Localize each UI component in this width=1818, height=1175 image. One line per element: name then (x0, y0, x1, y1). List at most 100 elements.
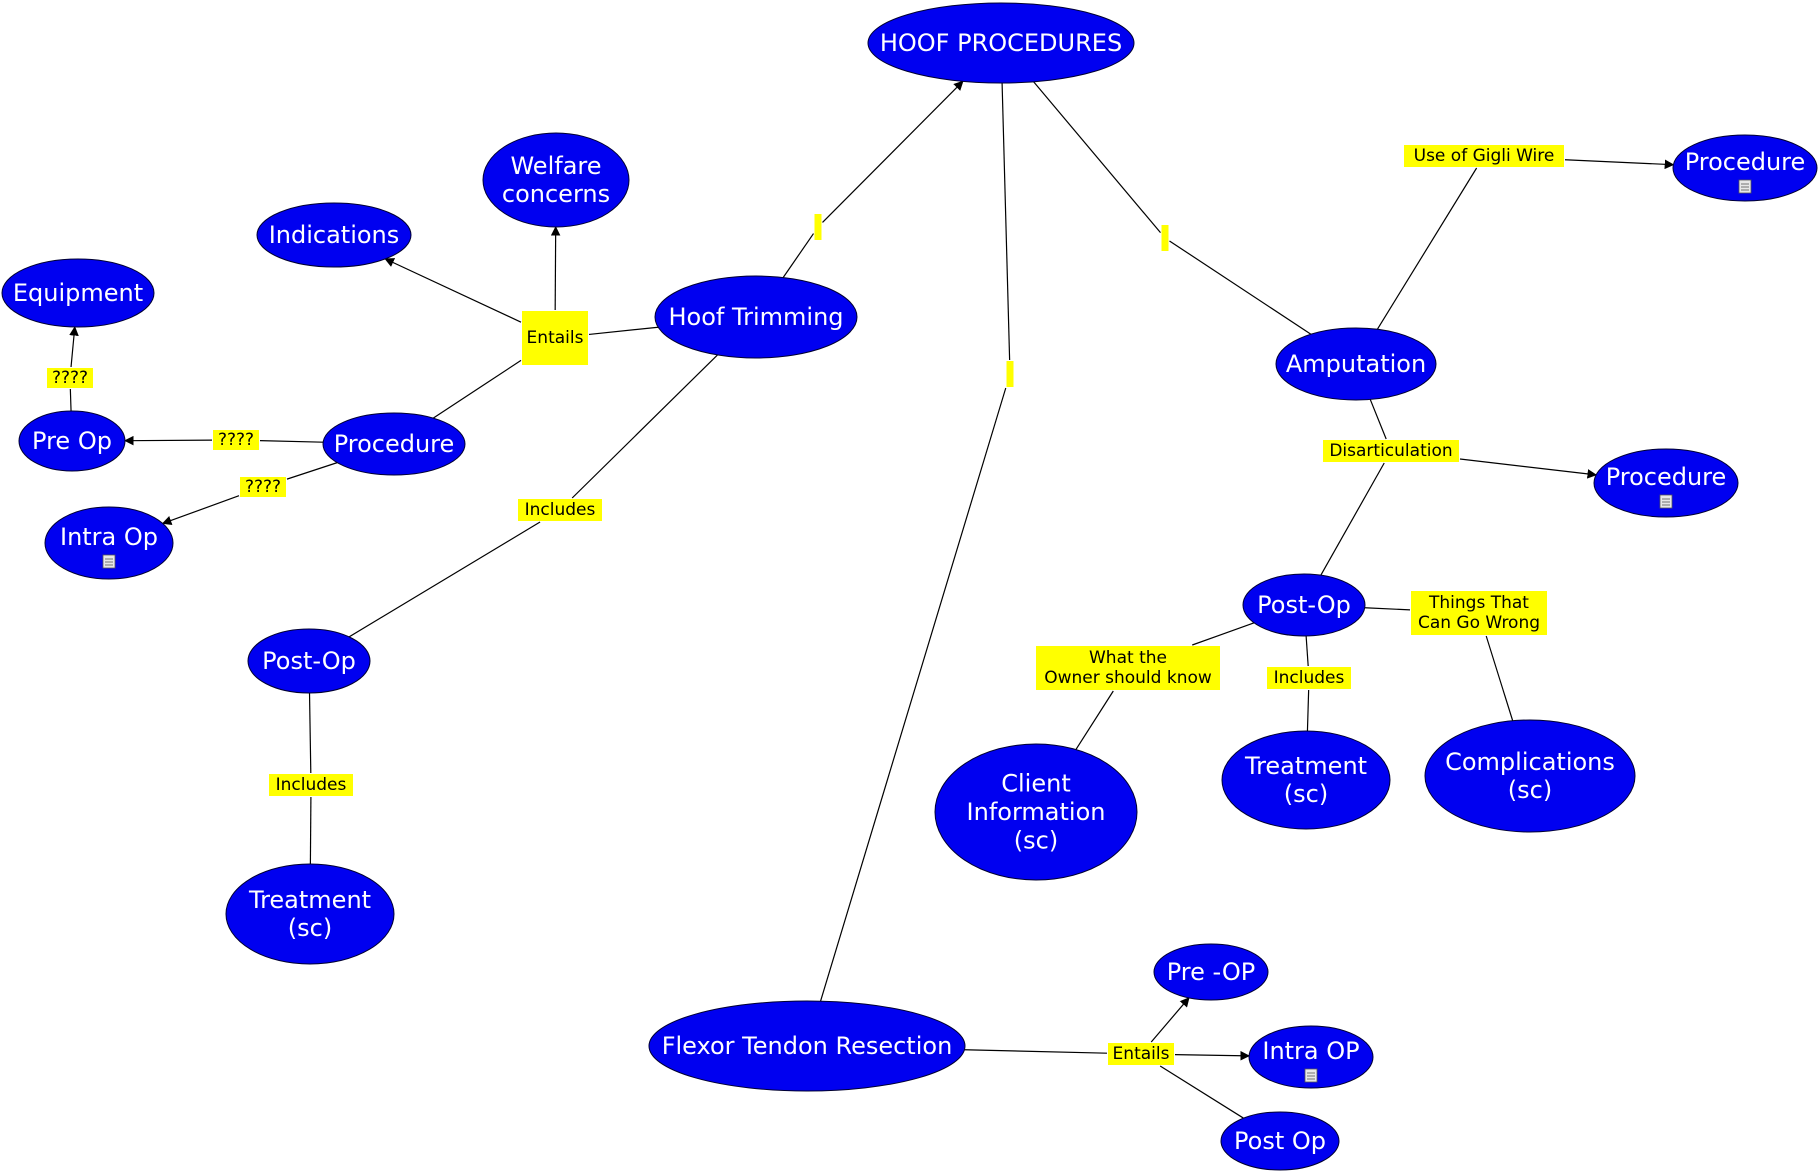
concept-node-post-op-left-text-0: Post-Op (262, 647, 356, 675)
linking-phrase-unknown-equipment-text-0: ???? (52, 368, 88, 388)
concept-node-procedure-left[interactable]: Procedure (322, 412, 466, 476)
linking-phrase-wrong-text-0: Things That (1428, 593, 1529, 613)
concept-node-hoof-procedures[interactable]: HOOF PROCEDURES (867, 2, 1135, 84)
concept-node-ellipse (247, 628, 371, 694)
linking-phrase-unknown-equipment[interactable]: ???? (47, 368, 93, 388)
concept-node-ellipse (482, 132, 630, 228)
connector-includes-treatment-right-to-treatment-right (1306, 689, 1310, 732)
concept-node-intra-op-bottom[interactable]: Intra OP (1248, 1025, 1374, 1089)
linking-phrase-includes-treatment-right[interactable]: Includes (1267, 667, 1351, 689)
connector-procedure-left-to-unknown-pre-op (259, 440, 324, 443)
linking-phrase-gigli-text-0: Use of Gigli Wire (1414, 146, 1555, 166)
document-icon[interactable] (1738, 179, 1752, 194)
connector-entails-bottom-to-pre-op-bottom (1150, 997, 1190, 1043)
concept-node-equipment[interactable]: Equipment (1, 258, 155, 328)
connector-hoof-procedures-to-blank-flexor (1001, 82, 1011, 361)
connector-hoof-trimming-to-blank-trimming (782, 233, 814, 278)
concept-node-pre-op-bottom[interactable]: Pre -OP (1153, 943, 1269, 1001)
concept-node-ellipse (1424, 719, 1636, 833)
concept-node-treatment-right-text-1: (sc) (1284, 780, 1328, 808)
concept-node-procedure-disart[interactable]: Procedure (1593, 448, 1739, 518)
document-icon[interactable] (1304, 1068, 1318, 1083)
linking-phrase-includes-treatment-left-text-0: Includes (276, 775, 347, 795)
concept-node-procedure-left-text-0: Procedure (334, 430, 455, 458)
linking-phrase-unknown-intra-op[interactable]: ???? (240, 477, 286, 497)
linking-phrase-entails-left-text-0: Entails (527, 328, 584, 348)
concept-node-client-info-text-2: (sc) (1014, 826, 1058, 854)
concept-node-client-info-text-1: Information (967, 798, 1106, 826)
concept-node-post-op-right[interactable]: Post-Op (1242, 573, 1366, 637)
linking-phrase-includes-treatment-left[interactable]: Includes (269, 774, 353, 796)
connector-unknown-equipment-to-equipment (69, 326, 79, 368)
concept-node-ellipse (1153, 943, 1269, 1001)
concept-node-hoof-trimming-text-0: Hoof Trimming (668, 303, 843, 331)
concept-node-complications[interactable]: Complications(sc) (1424, 719, 1636, 833)
connector-flexor-tendon-to-entails-bottom (964, 1049, 1108, 1054)
linking-phrase-unknown-intra-op-text-0: ???? (245, 477, 281, 497)
linking-phrase-box (522, 311, 588, 365)
linking-phrase-box (1267, 667, 1351, 689)
concept-node-ellipse (1593, 448, 1739, 518)
connector-includes-post-op-to-post-op-left (348, 521, 541, 638)
linking-phrase-blank-flexor[interactable] (1006, 361, 1014, 387)
document-icon[interactable] (1659, 494, 1673, 509)
connector-blank-amputation-to-amputation (1169, 240, 1312, 335)
connector-post-op-right-to-includes-treatment-right (1305, 635, 1309, 667)
concept-node-ellipse (1242, 573, 1366, 637)
linking-phrase-box (1411, 591, 1547, 635)
concept-node-amputation[interactable]: Amputation (1275, 327, 1437, 401)
linking-phrase-box (47, 368, 93, 388)
connector-entails-left-to-procedure-left (432, 359, 522, 419)
connector-entails-left-to-welfare (550, 226, 561, 311)
concept-node-intra-op-left[interactable]: Intra Op (44, 506, 174, 580)
concept-node-flexor-tendon-text-0: Flexor Tendon Resection (662, 1032, 953, 1060)
connector-amputation-to-gigli (1376, 167, 1478, 330)
concept-node-amputation-text-0: Amputation (1286, 350, 1426, 378)
linking-phrase-entails-left[interactable]: Entails (522, 311, 588, 365)
concept-node-procedure-gigli[interactable]: Procedure (1672, 134, 1818, 202)
concept-node-post-op-bottom[interactable]: Post Op (1220, 1111, 1340, 1171)
linking-phrase-includes-post-op-text-0: Includes (525, 500, 596, 520)
connector-disarticulation-to-post-op-right (1320, 462, 1385, 576)
concept-node-treatment-left[interactable]: Treatment(sc) (225, 863, 395, 965)
linking-phrase-box (269, 774, 353, 796)
document-icon[interactable] (102, 554, 116, 569)
concept-node-treatment-right[interactable]: Treatment(sc) (1221, 730, 1391, 830)
connector-blank-flexor-to-flexor-tendon (819, 387, 1007, 1002)
concept-node-indications[interactable]: Indications (256, 202, 412, 268)
linking-phrase-blank-trimming[interactable] (814, 214, 822, 240)
concept-node-post-op-left[interactable]: Post-Op (247, 628, 371, 694)
concept-node-hoof-procedures-text-0: HOOF PROCEDURES (880, 29, 1122, 57)
connector-wrong-to-complications (1485, 635, 1514, 721)
concept-node-ellipse (18, 410, 126, 472)
concept-node-welfare-text-0: Welfare (510, 152, 601, 180)
concept-node-ellipse (1672, 134, 1818, 202)
connector-hoof-trimming-to-includes-post-op (571, 354, 718, 499)
concept-node-flexor-tendon[interactable]: Flexor Tendon Resection (648, 1000, 966, 1092)
concept-node-indications-text-0: Indications (269, 221, 400, 249)
concept-node-ellipse (322, 412, 466, 476)
linking-phrase-disarticulation[interactable]: Disarticulation (1323, 440, 1459, 462)
linking-phrase-includes-post-op[interactable]: Includes (518, 499, 602, 521)
linking-phrase-gigli[interactable]: Use of Gigli Wire (1404, 145, 1564, 167)
connector-entails-left-to-indications (384, 258, 522, 323)
concept-node-hoof-trimming[interactable]: Hoof Trimming (654, 275, 858, 359)
concept-node-complications-text-0: Complications (1445, 748, 1615, 776)
linking-phrase-box (240, 477, 286, 497)
concept-node-complications-text-1: (sc) (1508, 776, 1552, 804)
linking-phrase-blank-amputation[interactable] (1161, 225, 1169, 251)
linking-phrase-owner-know-text-1: Owner should know (1044, 668, 1212, 688)
linking-phrase-entails-bottom[interactable]: Entails (1108, 1043, 1174, 1065)
connector-hoof-trimming-to-entails-left (588, 326, 659, 336)
linking-phrase-unknown-pre-op[interactable]: ???? (213, 430, 259, 450)
concept-node-welfare-text-1: concerns (502, 180, 610, 208)
concept-node-pre-op-left[interactable]: Pre Op (18, 410, 126, 472)
linking-phrase-box (213, 430, 259, 450)
linking-phrase-unknown-pre-op-text-0: ???? (218, 430, 254, 450)
concept-node-equipment-text-0: Equipment (13, 279, 143, 307)
